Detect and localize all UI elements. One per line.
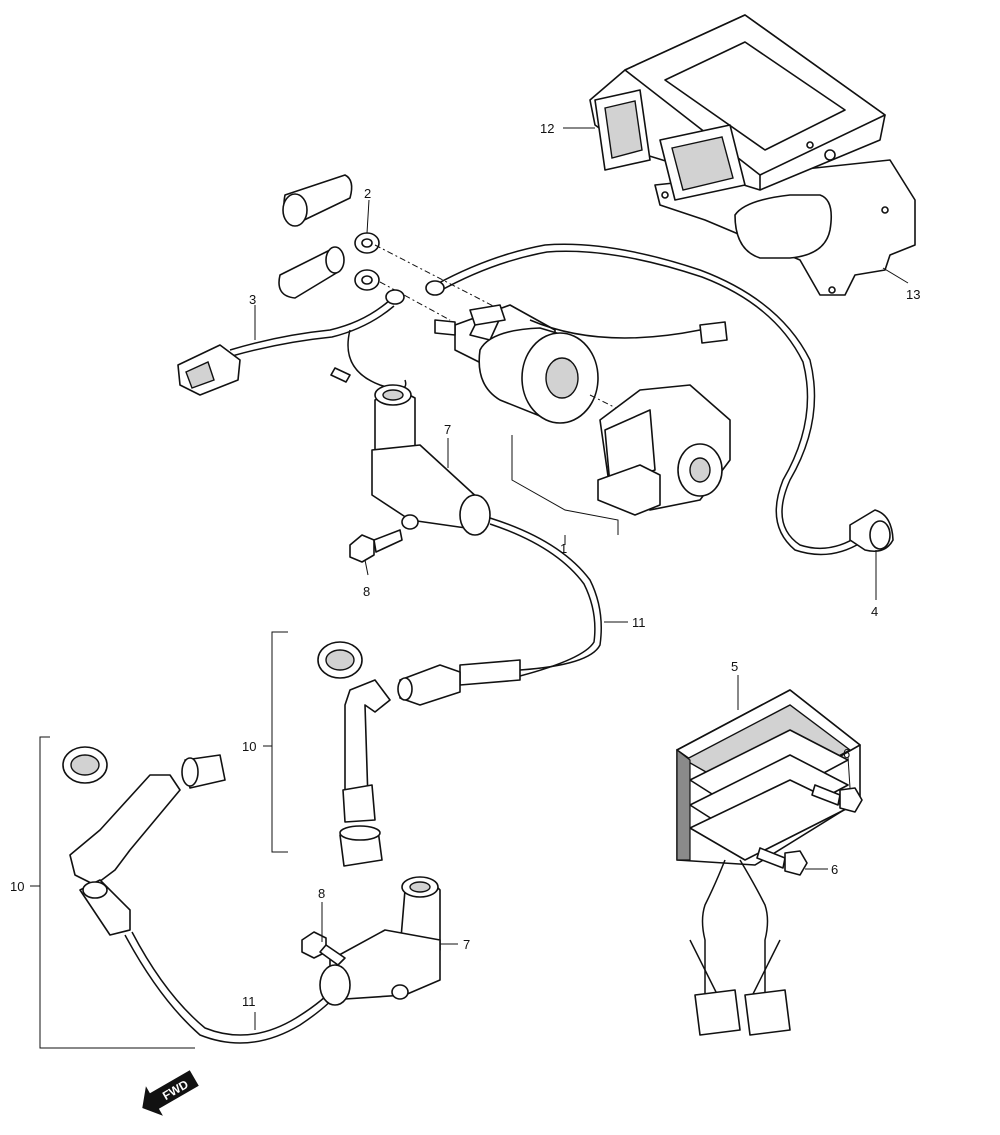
regulator-harness: [689, 859, 791, 1036]
ecu-12: [589, 14, 886, 201]
fwd-arrow-icon: FWD: [142, 1070, 199, 1116]
bolt-8-upper: [349, 529, 403, 563]
regulator-5: [676, 689, 861, 866]
callout-3: 3: [249, 292, 256, 307]
starter-relay: [434, 304, 599, 424]
callout-2: 2: [364, 186, 371, 201]
callout-12: 12: [540, 121, 554, 136]
callout-7b: 7: [463, 937, 470, 952]
callout-11a: 11: [632, 615, 646, 630]
callout-5: 5: [731, 659, 738, 674]
cable-4: [425, 243, 894, 556]
callout-8b: 8: [318, 886, 325, 901]
nuts-2: [354, 232, 380, 291]
cable-3: [177, 289, 407, 396]
leader-lines: [254, 127, 909, 945]
callout-4: 4: [871, 604, 878, 619]
bolt-6-lower: [756, 847, 808, 876]
ht-lead-lower: [124, 931, 341, 1044]
bracket-13: [654, 159, 916, 296]
ht-lead-upper: [459, 517, 602, 686]
plug-cap-lower: [62, 746, 226, 936]
ignition-coil-lower: [319, 876, 441, 1006]
callout-10a: 10: [242, 739, 256, 754]
callout-6a: 6: [843, 746, 850, 761]
bolt-6-upper: [811, 784, 863, 813]
callout-1: 1: [560, 541, 567, 556]
callout-13: 13: [906, 287, 920, 302]
ignition-coil-upper: [371, 384, 491, 536]
callout-6b: 6: [831, 862, 838, 877]
plug-cap-upper: [317, 641, 461, 867]
terminal-caps: [278, 174, 353, 299]
callout-10b: 10: [10, 879, 24, 894]
callout-7a: 7: [444, 422, 451, 437]
callout-11b: 11: [242, 994, 256, 1009]
relay-cover: [597, 384, 731, 516]
callout-8a: 8: [363, 584, 370, 599]
bolt-8-lower: [301, 931, 346, 966]
